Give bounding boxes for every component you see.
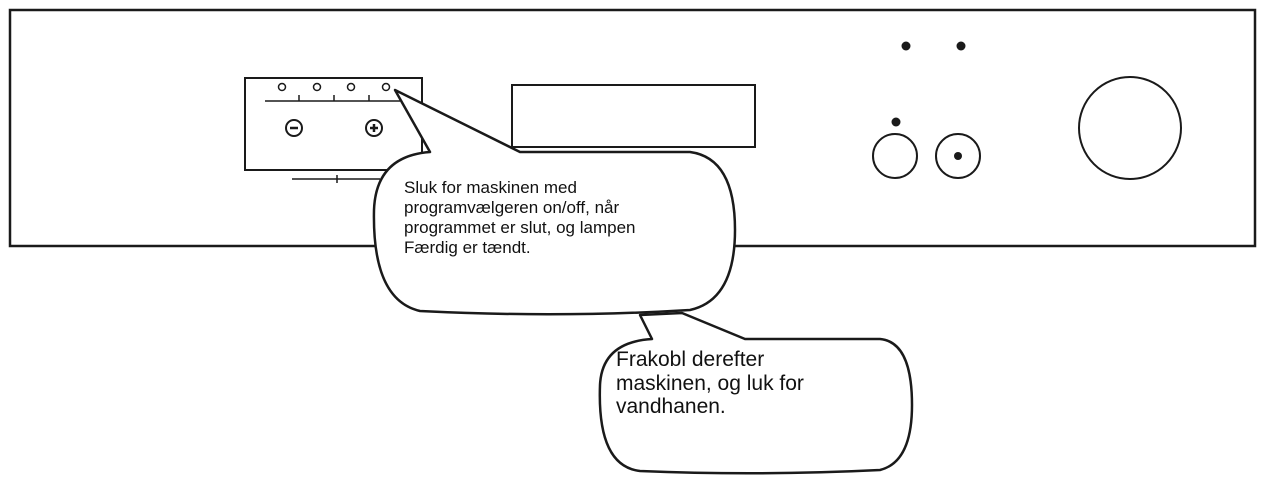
minus-button[interactable] (285, 119, 303, 137)
program-selector (244, 77, 423, 171)
start-button-dot-icon (954, 152, 962, 160)
program-knob[interactable] (1078, 76, 1182, 180)
start-button[interactable] (935, 133, 981, 179)
option-button[interactable] (872, 133, 918, 179)
minus-icon (285, 119, 303, 137)
indicator-lamp (277, 82, 287, 92)
callout-1-text: Sluk for maskinen med programvælgeren on… (404, 178, 636, 258)
indicator-lamps (277, 82, 391, 92)
scale-ticks (298, 95, 370, 101)
indicator-lamp (346, 82, 356, 92)
plus-icon (365, 119, 383, 137)
callout-1-bubble (372, 88, 737, 316)
callout-2-text: Frakobl derefter maskinen, og luk for va… (616, 348, 804, 419)
status-dot (956, 41, 966, 51)
status-dot (901, 41, 911, 51)
indicator-lamp-done (381, 82, 391, 92)
callout-2-bubble (598, 311, 914, 475)
display-window (511, 84, 756, 148)
indicator-lamp (312, 82, 322, 92)
status-dot (891, 117, 901, 127)
plus-button[interactable] (365, 119, 383, 137)
